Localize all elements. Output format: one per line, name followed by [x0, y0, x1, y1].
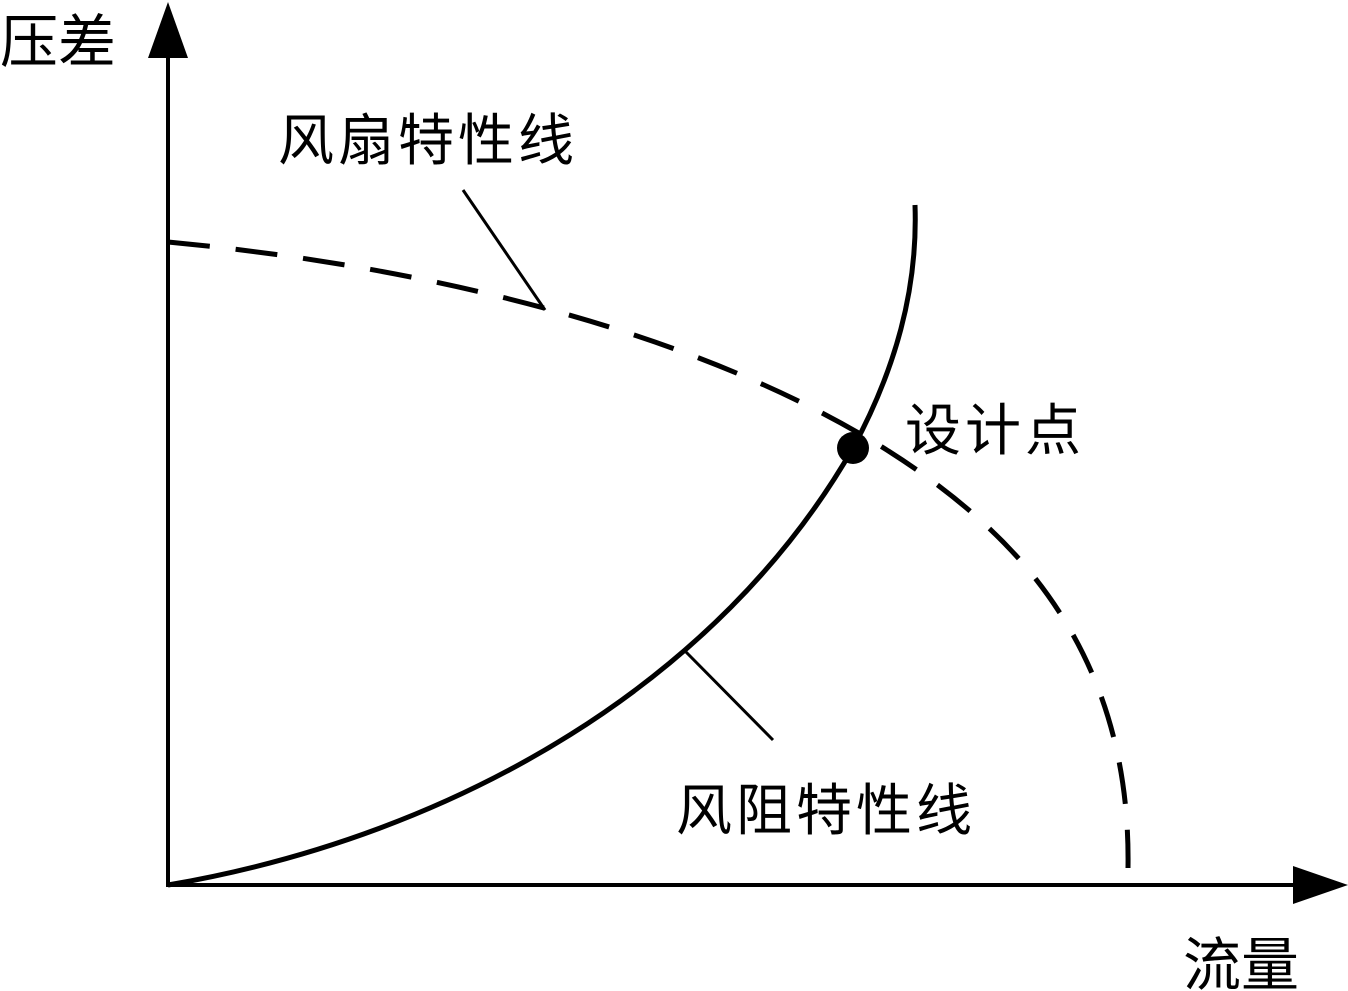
fan-label-leader: [461, 189, 547, 311]
resistance-characteristic-curve: [167, 204, 918, 888]
fan-characteristic-curve: [167, 239, 1131, 869]
x-axis-arrow: [1293, 866, 1348, 904]
resistance-label-leader: [684, 650, 775, 742]
x-axis-label: 流量: [1183, 931, 1299, 991]
y-axis-arrow: [148, 2, 188, 58]
design-point-marker: [837, 432, 869, 464]
y-axis-label: 压差: [0, 8, 116, 76]
design-point-label: 设计点: [905, 399, 1085, 464]
resistance-curve-label: 风阻特性线: [676, 779, 976, 844]
fan-curve-label: 风扇特性线: [278, 109, 578, 174]
